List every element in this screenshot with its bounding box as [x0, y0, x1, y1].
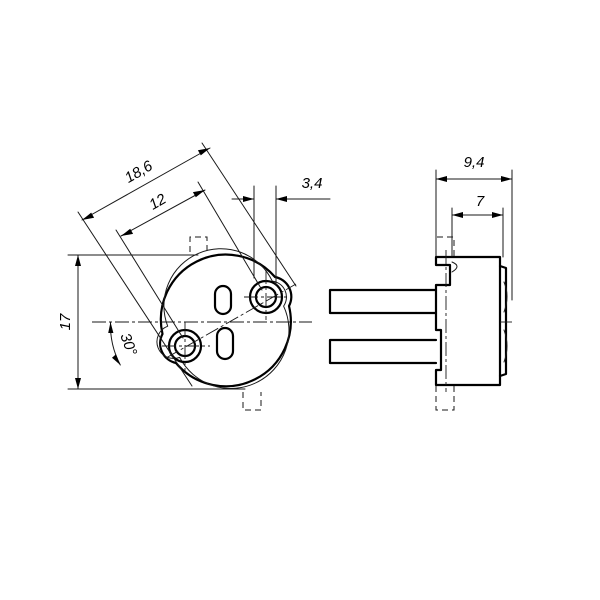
pin-upper	[328, 288, 438, 315]
side-cap-detail	[503, 281, 508, 363]
side-cap	[498, 264, 508, 378]
dim-diag-inner-label: 12	[146, 190, 170, 213]
dim-diag-inner: 12	[115, 181, 263, 339]
dim-side-width: 9,4	[435, 154, 513, 301]
dim-pin-offset-label: 3,4	[302, 175, 323, 192]
dim-height-label: 17	[57, 313, 74, 330]
hidden-pin-top	[189, 236, 208, 252]
slot-upper	[213, 284, 233, 316]
dim-side-inner: 7	[451, 193, 504, 258]
dim-height: 17	[57, 254, 246, 390]
side-bump	[451, 261, 458, 273]
dim-angle: 30°	[108, 321, 140, 366]
dim-angle-label: 30°	[116, 331, 140, 358]
side-view: 9,4 7	[328, 154, 513, 411]
dim-side-width-label: 9,4	[464, 154, 485, 171]
dim-side-inner-label: 7	[476, 193, 485, 210]
pin-lower	[328, 338, 438, 365]
side-hidden-top	[435, 236, 455, 256]
side-hidden-bottom	[435, 386, 455, 411]
side-body	[434, 255, 502, 387]
dim-diag-outer-label: 18,6	[122, 157, 156, 187]
front-view: 17 30° 18,6 12	[57, 142, 331, 411]
hidden-pin-bottom	[242, 392, 262, 411]
dim-pin-offset: 3,4	[231, 175, 331, 286]
dim-diag-outer: 18,6	[77, 142, 297, 387]
slot-lower	[215, 326, 235, 361]
